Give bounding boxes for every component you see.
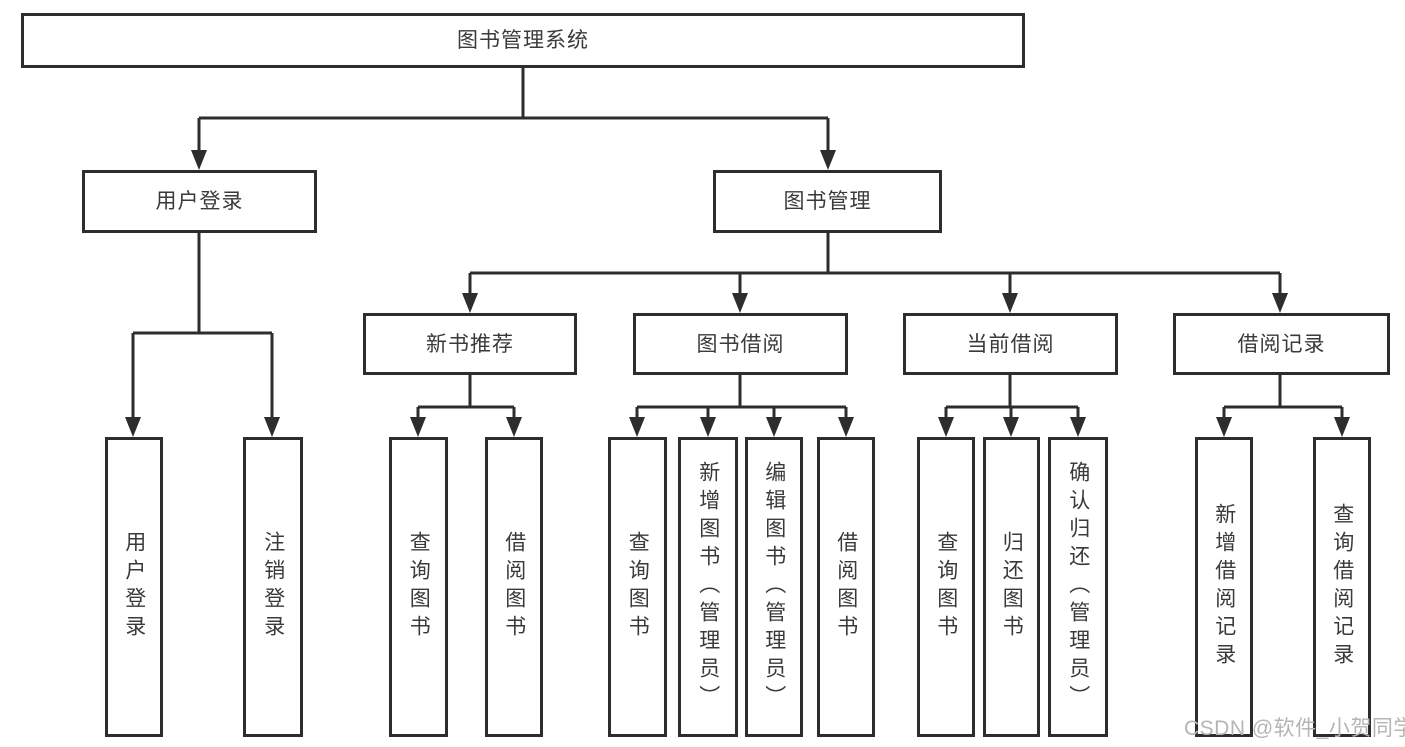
leaf-label: 查询借阅记录 xyxy=(1330,503,1354,671)
arrow-icon xyxy=(410,417,426,437)
arrow-icon xyxy=(1002,293,1018,313)
arrow-icon xyxy=(462,293,478,313)
arrow-icon xyxy=(125,417,141,437)
leaf-label: 用户登录 xyxy=(122,531,146,643)
arrow-icon xyxy=(1272,293,1288,313)
node-book-borrowing: 图书借阅 xyxy=(633,313,848,375)
arrow-icon xyxy=(766,417,782,437)
node-new-book-recommend: 新书推荐 xyxy=(363,313,577,375)
node-book-management: 图书管理 xyxy=(713,170,942,233)
leaf-borrow-add-books-admin: 新增图书（管理员） xyxy=(678,437,738,737)
leaf-label: 新增借阅记录 xyxy=(1212,503,1236,671)
leaf-records-query-record: 查询借阅记录 xyxy=(1313,437,1371,737)
node-user-login: 用户登录 xyxy=(82,170,317,233)
arrow-icon xyxy=(264,417,280,437)
leaf-label: 编辑图书（管理员） xyxy=(762,461,786,713)
arrow-icon xyxy=(191,150,207,170)
leaf-label: 借阅图书 xyxy=(834,531,858,643)
leaf-label: 确认归还（管理员） xyxy=(1066,461,1090,713)
arrow-icon xyxy=(629,417,645,437)
arrowheads xyxy=(125,150,1350,437)
arrow-icon xyxy=(820,150,836,170)
leaf-label: 查询图书 xyxy=(934,531,958,643)
watermark-text: CSDN @软件_小贺同学 xyxy=(1184,717,1405,740)
leaf-label: 新增图书（管理员） xyxy=(696,461,720,713)
arrow-icon xyxy=(938,417,954,437)
arrow-icon xyxy=(506,417,522,437)
leaf-newbook-query-books: 查询图书 xyxy=(389,437,448,737)
arrow-icon xyxy=(1334,417,1350,437)
leaf-current-query-books: 查询图书 xyxy=(917,437,975,737)
arrow-icon xyxy=(1216,417,1232,437)
arrow-icon xyxy=(1070,417,1086,437)
arrow-icon xyxy=(1003,417,1019,437)
leaf-logout: 注销登录 xyxy=(243,437,303,737)
leaf-label: 注销登录 xyxy=(261,531,285,643)
leaf-label: 借阅图书 xyxy=(502,531,526,643)
arrow-icon xyxy=(732,293,748,313)
leaf-current-return-books: 归还图书 xyxy=(983,437,1040,737)
leaf-label: 归还图书 xyxy=(1000,531,1024,643)
node-root-system: 图书管理系统 xyxy=(21,13,1025,68)
leaf-borrow-borrow-books: 借阅图书 xyxy=(817,437,875,737)
leaf-label: 查询图书 xyxy=(626,531,650,643)
leaf-records-add-record: 新增借阅记录 xyxy=(1195,437,1253,737)
arrow-icon xyxy=(700,417,716,437)
leaf-borrow-edit-books-admin: 编辑图书（管理员） xyxy=(745,437,803,737)
node-borrow-records: 借阅记录 xyxy=(1173,313,1390,375)
leaf-label: 查询图书 xyxy=(407,531,431,643)
arrow-icon xyxy=(838,417,854,437)
node-current-borrowing: 当前借阅 xyxy=(903,313,1118,375)
leaf-borrow-query-books: 查询图书 xyxy=(608,437,667,737)
leaf-current-confirm-return-admin: 确认归还（管理员） xyxy=(1048,437,1108,737)
leaf-user-login: 用户登录 xyxy=(105,437,163,737)
leaf-newbook-borrow-books: 借阅图书 xyxy=(485,437,543,737)
tree-connector-path xyxy=(131,68,1344,423)
